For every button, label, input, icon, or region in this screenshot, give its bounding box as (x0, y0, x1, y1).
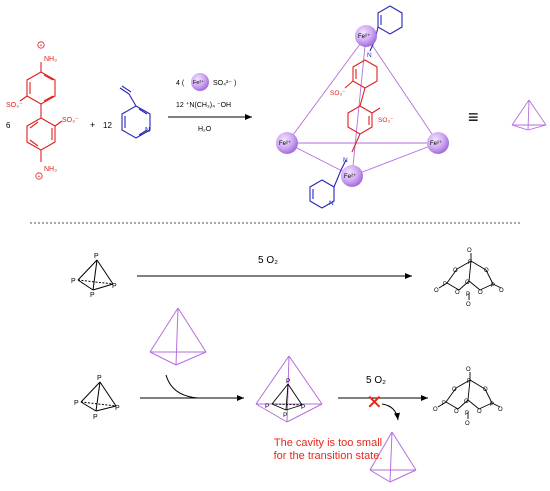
oxide-o: O (477, 409, 482, 415)
cage-pyridylimine-bottom (309, 159, 347, 209)
aldehyde-ring-n: N (145, 127, 150, 134)
svg-text:+: + (38, 174, 41, 180)
equivalence-sign: ≡ (468, 107, 479, 127)
cavity-note-line2: for the transition state. (273, 450, 383, 462)
ligand-sulfonate-1: SO₃⁻ (6, 102, 23, 109)
ligand-amine-bottom: NH₃ (44, 166, 57, 173)
oxide-p: P (468, 260, 472, 266)
conditions-line3: H₂O (198, 126, 212, 133)
p4-atom: P (74, 400, 79, 407)
oxide-o: O (478, 290, 483, 296)
oxide-o: O (464, 399, 469, 405)
iron-ion-icon (341, 165, 363, 187)
released-cage-tetrahedron-icon (369, 431, 417, 483)
cage-ligand-strand (344, 59, 381, 153)
oxide-o: O (484, 268, 489, 274)
p4-atom: P (90, 292, 95, 299)
p4-atom: P (97, 375, 102, 382)
cage-release-arrow (381, 403, 400, 421)
oxygen-reagent-blocked: 5 O₂ (366, 375, 386, 386)
caged-p-atom: P (265, 403, 269, 410)
conditions-line2: 12 ⁺N(CH₃)₄ ⁻OH (176, 101, 231, 109)
ligand-sulfonate-2: SO₃⁻ (62, 117, 79, 124)
oxide-o: O (433, 407, 438, 413)
p4-atom: P (71, 278, 76, 285)
oxide-o: O (483, 387, 488, 393)
oxide-o: O (465, 421, 470, 427)
aldehyde-coefficient: 12 (103, 121, 112, 130)
conditions-line1-suffix: SO₄²⁻ ) (213, 80, 236, 87)
oxide-o: O (453, 268, 458, 274)
cage-incoming-arrow (165, 374, 199, 399)
empty-cage-tetrahedron-icon (149, 307, 207, 366)
oxide-o: O (466, 302, 471, 308)
oxide-o: O (465, 280, 470, 286)
tetrahedron-icon (511, 99, 547, 131)
oxide-o: O (452, 387, 457, 393)
oxide-p: P (466, 292, 470, 298)
cavity-note: The cavity is too small for the transiti… (248, 437, 408, 463)
oxide-p: P (442, 401, 446, 407)
plus-sign: + (90, 120, 95, 130)
oxide-p: P (491, 283, 495, 289)
iron-ion-icon (191, 73, 209, 91)
oxide-o: O (498, 407, 503, 413)
sulfonated-benzidine-ligand (19, 62, 63, 162)
p4-atom: P (115, 405, 120, 412)
blocked-cross-icon: ✕ (366, 392, 383, 414)
charge-plus-icon (35, 172, 43, 180)
pyridine-carboxaldehyde (119, 85, 151, 139)
conditions-line1-prefix: 4 ( (176, 80, 185, 87)
oxide-o: O (455, 290, 460, 296)
cage-pyridylimine-top (369, 5, 403, 52)
oxygen-reagent: 5 O₂ (258, 255, 278, 266)
oxide-p: P (467, 379, 471, 385)
ligand-amine-top: NH₃ (44, 56, 57, 63)
oxide-o: O (467, 248, 472, 254)
oxide-o: O (466, 367, 471, 373)
charge-plus-icon (37, 41, 45, 49)
oxide-p: P (443, 282, 447, 288)
oxide-o: O (434, 288, 439, 294)
white-phosphorus-bottom (80, 381, 117, 412)
iron-ion-icon (427, 132, 449, 154)
product-fe-label: Fe²⁺ (279, 140, 291, 147)
caged-p-atom: P (283, 412, 287, 419)
p4-in-cage-tetrahedron (255, 355, 323, 423)
p4o10-cage-top (438, 253, 502, 300)
product-fe-label: Fe²⁺ (358, 33, 370, 40)
product-imine-n-top: N (367, 52, 372, 59)
product-sulfonate-1: SO₃⁻ (330, 90, 345, 97)
fe4l6-cage-edges (286, 35, 439, 177)
caged-p-atom: P (286, 378, 290, 385)
p4-atom: P (94, 253, 99, 260)
product-sulfonate-2: SO₃⁻ (378, 117, 393, 124)
product-fe-label: Fe²⁺ (430, 140, 442, 147)
p4o10-cage-bottom (437, 372, 501, 419)
iron-ion-icon (276, 132, 298, 154)
iron-ion-icon (355, 25, 377, 47)
cavity-note-line1: The cavity is too small (273, 437, 383, 449)
product-fe-label: Fe²⁺ (344, 173, 356, 180)
caged-phosphorus (271, 383, 303, 411)
product-imine-n-bottom: N (343, 157, 348, 164)
p4-atom: P (112, 283, 117, 290)
oxide-p: P (465, 411, 469, 417)
svg-text:+: + (40, 43, 43, 49)
conditions-fe-label: Fe²⁺ (193, 79, 204, 86)
oxide-o: O (454, 409, 459, 415)
white-phosphorus-top (77, 259, 114, 291)
product-ring-n: N (329, 200, 334, 207)
caged-p-atom: P (301, 404, 305, 411)
p4-atom: P (93, 414, 98, 421)
oxide-p: P (490, 402, 494, 408)
oxide-o: O (499, 288, 504, 294)
ligand-coefficient: 6 (6, 121, 11, 130)
